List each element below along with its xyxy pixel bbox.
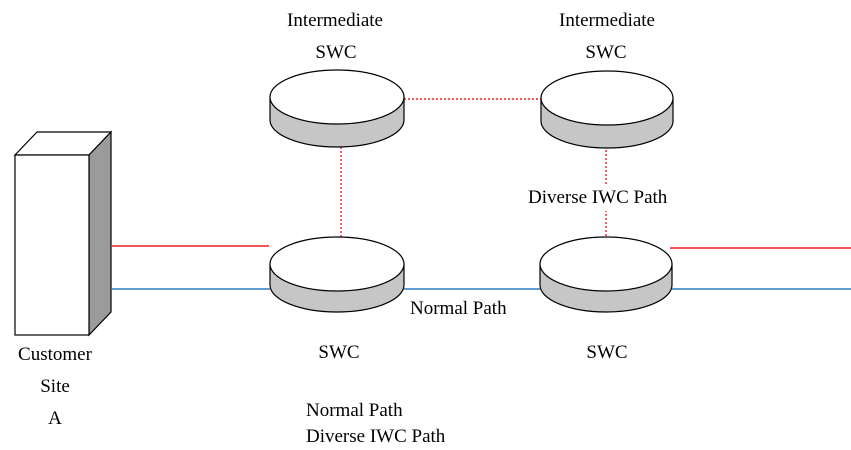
customer-site-server: [13, 130, 113, 337]
normal-path-label: Normal Path: [410, 298, 507, 319]
swc-left-label: SWC: [318, 342, 360, 363]
legend-normal-path: Normal Path: [306, 400, 403, 421]
swc-right-label: SWC: [586, 342, 628, 363]
intermediate-swc-left-sublabel: SWC: [315, 42, 357, 63]
legend-diverse-iwc-path: Diverse IWC Path: [306, 426, 446, 447]
swc-left-router: [269, 236, 405, 313]
customer-site-label-line3: A: [48, 408, 62, 429]
intermediate-swc-right-router: [540, 70, 674, 149]
intermediate-swc-left-router: [269, 69, 405, 148]
swc-right-router: [539, 236, 673, 313]
intermediate-swc-left-label: Intermediate: [286, 10, 384, 31]
server-side-face: [88, 130, 112, 337]
intermediate-swc-right-label: Intermediate: [558, 10, 656, 31]
server-front-face: [14, 154, 90, 336]
customer-site-label-line1: Customer: [18, 344, 92, 365]
customer-site-label-line2: Site: [40, 376, 70, 397]
diverse-iwc-path-label: Diverse IWC Path: [527, 185, 669, 211]
intermediate-swc-right-sublabel: SWC: [585, 42, 627, 63]
